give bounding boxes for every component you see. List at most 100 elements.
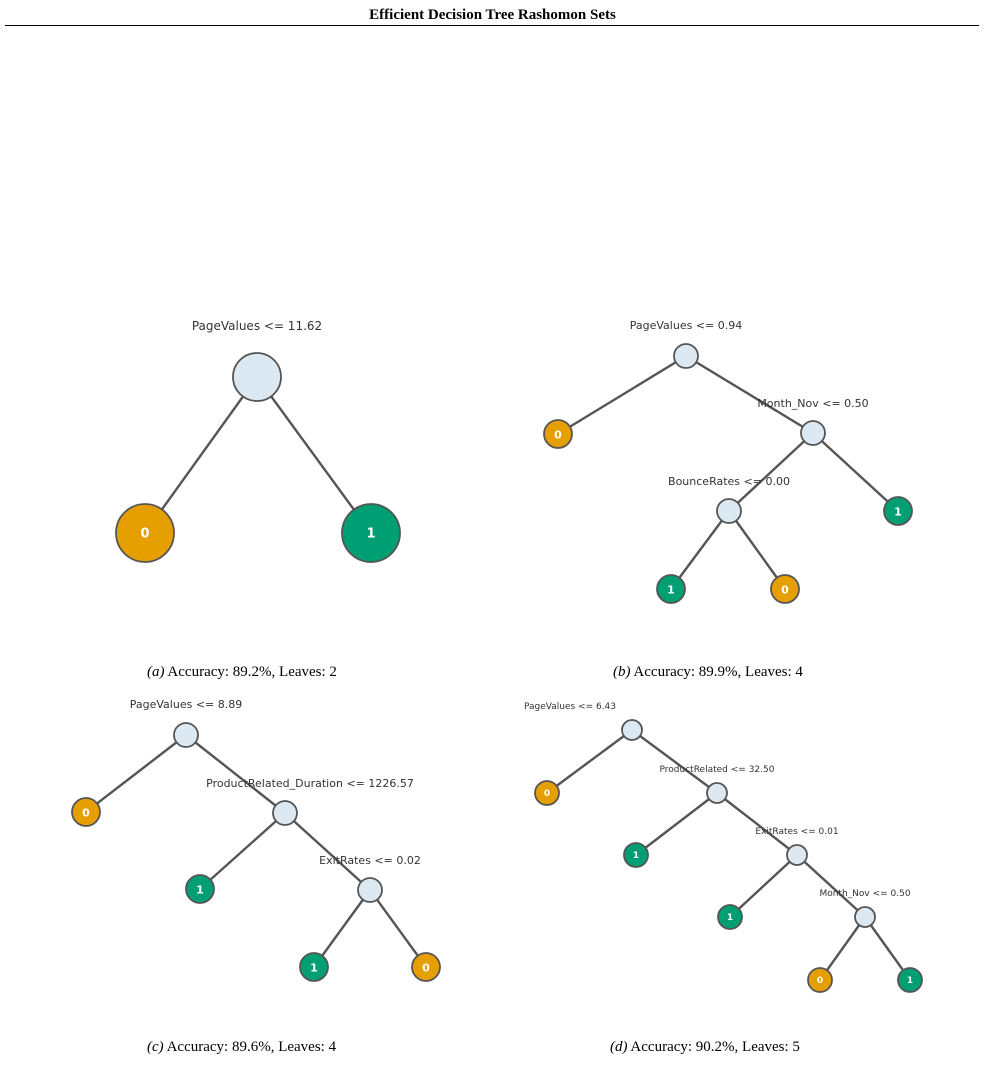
leaf-label: 0 [422,962,430,975]
leaf-node-class-0 [115,503,175,563]
leaf-label: 1 [894,506,902,519]
tree-edge [369,889,427,968]
tree-edge [728,432,814,512]
leaf-node-class-1 [656,574,686,604]
leaf-label: 1 [366,527,375,542]
leaf-label: 0 [554,429,562,442]
leaf-node-class-1 [623,842,649,868]
tree-edge [256,376,372,534]
leaf-label: 1 [667,584,675,597]
split-label: PageValues <= 0.94 [630,319,743,332]
tree-edge [313,889,371,968]
caption-text: Accuracy: 89.9%, Leaves: 4 [630,664,803,680]
caption-text: Accuracy: 90.2%, Leaves: 5 [627,1039,800,1055]
header-rule [5,25,979,26]
caption-c: (c) Accuracy: 89.6%, Leaves: 4 [147,1039,336,1056]
leaf-node-class-1 [883,496,913,526]
split-label: ProductRelated <= 32.50 [660,765,775,775]
split-label: PageValues <= 6.43 [524,702,616,712]
tree-edge [819,916,866,981]
leaf-node-class-1 [299,952,329,982]
nodes-a [115,352,401,563]
tree-edge [728,510,786,590]
running-header: Efficient Decision Tree Rashomon Sets [369,7,616,23]
leaf-label: 1 [310,962,318,975]
edges-b [557,354,899,590]
split-node [854,906,876,928]
leaf-label: 1 [907,976,913,986]
tree-edge [631,729,718,794]
split-node [272,800,298,826]
edges-c [85,734,427,968]
split-label: Month_Nov <= 0.50 [819,889,910,899]
nodes-c [71,722,441,982]
edges-d [546,729,911,981]
split-label: BounceRates <= 0.00 [668,475,790,488]
tree-edge [557,354,687,436]
leaf-node-class-0 [411,952,441,982]
edges-a [144,376,372,534]
split-label: PageValues <= 11.62 [192,319,322,333]
tree-edge [670,510,730,590]
split-node [786,844,808,866]
leaf-label: 0 [544,789,550,799]
caption-d: (d) Accuracy: 90.2%, Leaves: 5 [610,1039,800,1056]
caption-text: Accuracy: 89.6%, Leaves: 4 [163,1039,337,1055]
split-label: ExitRates <= 0.02 [319,854,421,867]
leaf-node-class-0 [543,419,573,449]
split-label: Month_Nov <= 0.50 [757,397,868,410]
leaf-node-class-0 [770,574,800,604]
caption-tag: (b) [613,664,631,680]
split-node [800,420,826,446]
caption-a: (a) Accuracy: 89.2%, Leaves: 2 [147,664,337,681]
split-node [673,343,699,369]
caption-text: Accuracy: 89.2%, Leaves: 2 [164,664,337,680]
split-label: ProductRelated_Duration <= 1226.57 [206,777,414,790]
tree-edge [864,916,911,981]
split-node [706,782,728,804]
leaf-label: 1 [196,884,204,897]
nodes-b [543,343,913,604]
leaf-node-class-0 [534,780,560,806]
tree-edge [284,812,371,891]
tree-edge [635,792,718,856]
leaf-label: 0 [140,527,149,542]
tree-edge [185,734,286,814]
tree-edge [144,376,258,534]
leaf-label: 0 [817,976,823,986]
leaf-node-class-0 [71,797,101,827]
caption-tag: (a) [147,664,165,680]
split-label: ExitRates <= 0.01 [755,827,838,837]
tree-edge [199,812,286,890]
tree-edge [685,354,814,435]
split-label: PageValues <= 8.89 [130,698,243,711]
tree-edge [85,734,187,813]
leaf-node-class-1 [341,503,401,563]
split-node [357,877,383,903]
tree-edge [546,729,633,794]
split-node [716,498,742,524]
tree-edge [729,854,798,918]
split-node [173,722,199,748]
labels-a: 0 1 PageValues <= 11.62 [140,319,375,542]
leaf-node-class-1 [185,874,215,904]
nodes-d [534,719,923,993]
leaf-label: 0 [82,807,90,820]
tree-edge [812,432,899,512]
caption-tag: (c) [147,1039,164,1055]
leaf-node-class-0 [807,967,833,993]
caption-b: (b) Accuracy: 89.9%, Leaves: 4 [613,664,803,681]
leaf-node-class-1 [717,904,743,930]
split-node [621,719,643,741]
tree-edge [796,854,866,918]
caption-tag: (d) [610,1039,628,1055]
leaf-node-class-1 [897,967,923,993]
tree-edge [716,792,798,856]
leaf-label: 1 [727,913,733,923]
leaf-label: 1 [633,851,639,861]
split-node [232,352,282,402]
